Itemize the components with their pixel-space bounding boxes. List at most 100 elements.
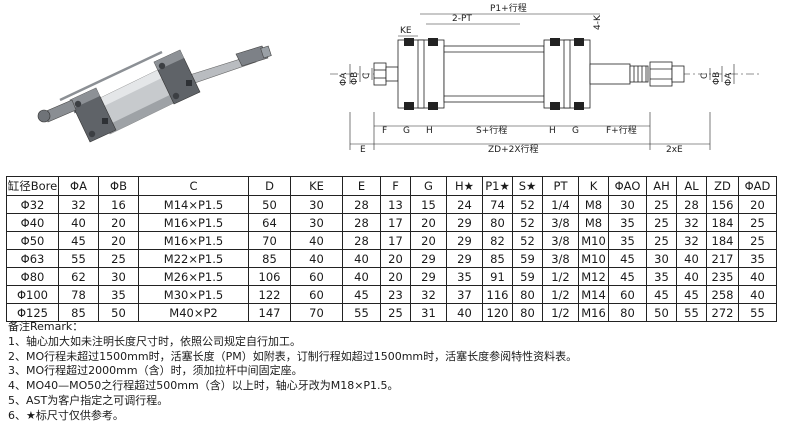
table-cell: 25 xyxy=(380,303,411,322)
table-cell: 13 xyxy=(380,195,411,214)
dim-f2: F+行程 xyxy=(606,124,637,136)
dim-h2: H xyxy=(549,126,556,136)
table-cell: 3/8 xyxy=(542,213,579,232)
header-cell: 缸径Bore xyxy=(6,176,59,196)
table-cell: 20 xyxy=(98,213,139,232)
table-cell: 35 xyxy=(608,213,647,232)
table-cell: 45 xyxy=(58,231,99,250)
table-cell: 25 xyxy=(738,231,777,250)
table-cell: 85 xyxy=(482,249,513,268)
table-cell: 35 xyxy=(98,285,139,304)
table-cell: 32 xyxy=(676,213,707,232)
table-cell: M16 xyxy=(578,303,609,322)
table-cell: 40 xyxy=(342,267,381,286)
table-cell: 1/2 xyxy=(542,267,579,286)
table-cell: 55 xyxy=(676,303,707,322)
table-cell: 35 xyxy=(646,267,677,286)
dim-g: G xyxy=(403,126,410,136)
table-cell: 35 xyxy=(446,267,483,286)
table-cell: 52 xyxy=(512,195,543,214)
table-cell: 40 xyxy=(676,267,707,286)
header-cell: G xyxy=(410,176,447,196)
dim-phi-b-left: ΦB xyxy=(350,72,360,85)
table-cell: 147 xyxy=(248,303,291,322)
table-cell: 29 xyxy=(410,249,447,268)
table-cell: Φ40 xyxy=(6,213,59,232)
table-cell: M14 xyxy=(578,285,609,304)
table-cell: 20 xyxy=(380,267,411,286)
table-cell: 80 xyxy=(608,303,647,322)
table-cell: M16×P1.5 xyxy=(138,231,249,250)
table-cell: 32 xyxy=(410,285,447,304)
table-cell: 40 xyxy=(446,303,483,322)
dimension-labels: KE 2-PT P1+行程 4-K ΦA ΦB C C ΦB ΦA F G H … xyxy=(339,2,734,155)
dim-phi-b-right: ΦB xyxy=(712,72,722,85)
dim-phi-a-left: ΦA xyxy=(339,72,349,86)
header-cell: F xyxy=(380,176,411,196)
table-cell: 258 xyxy=(706,285,739,304)
header-cell: H★ xyxy=(446,176,483,196)
table-cell: 85 xyxy=(248,249,291,268)
table-cell: 80 xyxy=(512,303,543,322)
table-cell: 28 xyxy=(342,231,381,250)
table-cell: 30 xyxy=(98,267,139,286)
table-cell: 55 xyxy=(342,303,381,322)
table-cell: 74 xyxy=(482,195,513,214)
table-cell: 45 xyxy=(676,285,707,304)
table-cell: 37 xyxy=(446,285,483,304)
table-cell: 20 xyxy=(738,195,777,214)
table-cell: 3/8 xyxy=(542,249,579,268)
header-cell: P1★ xyxy=(482,176,513,196)
table-cell: 29 xyxy=(446,231,483,250)
table-cell: 17 xyxy=(380,213,411,232)
dim-2pt: 2-PT xyxy=(452,14,472,24)
table-cell: 29 xyxy=(410,267,447,286)
dim-ke: KE xyxy=(400,26,412,36)
table-cell: 32 xyxy=(58,195,99,214)
table-cell: 80 xyxy=(482,213,513,232)
table-cell: 30 xyxy=(290,213,343,232)
table-cell: 28 xyxy=(342,213,381,232)
table-cell: 156 xyxy=(706,195,739,214)
table-cell: 122 xyxy=(248,285,291,304)
table-cell: 45 xyxy=(342,285,381,304)
table-cell: 1/2 xyxy=(542,285,579,304)
table-cell: 85 xyxy=(58,303,99,322)
table-cell: Φ50 xyxy=(6,231,59,250)
table-cell: 52 xyxy=(512,231,543,250)
table-cell: 60 xyxy=(290,285,343,304)
table-cell: 272 xyxy=(706,303,739,322)
cylinder-orthographic-view xyxy=(330,39,760,109)
table-cell: M30×P1.5 xyxy=(138,285,249,304)
table-cell: 70 xyxy=(290,303,343,322)
dimension-lines xyxy=(349,13,735,150)
table-cell: 55 xyxy=(738,303,777,322)
remark-item: 2、MO行程未超过1500mm时，活塞长度（PM）如附表，订制行程如超过1500… xyxy=(8,349,578,363)
remark-item: 4、MO40—MO50之行程超过500mm（含）以上时，轴心牙改为M18×P1.… xyxy=(8,379,399,393)
remark-item: 3、MO行程超过2000mm（含）时，须加拉杆中间固定座。 xyxy=(8,364,303,378)
tie-rod-nuts xyxy=(404,38,584,110)
table-cell: Φ63 xyxy=(6,249,59,268)
table-cell: 40 xyxy=(290,231,343,250)
dim-p1: P1+行程 xyxy=(490,2,527,14)
table-cell: 64 xyxy=(248,213,291,232)
spec-table: 缸径Bore ΦA ΦB C D KE E F G H★ P1★ S★ PT K… xyxy=(6,176,777,322)
dim-2xe: 2xE xyxy=(666,145,683,155)
header-cell: C xyxy=(138,176,249,196)
table-cell: 80 xyxy=(512,285,543,304)
table-cell: 70 xyxy=(248,231,291,250)
table-cell: 20 xyxy=(410,231,447,250)
table-cell: M40×P2 xyxy=(138,303,249,322)
table-header-row: 缸径Bore ΦA ΦB C D KE E F G H★ P1★ S★ PT K… xyxy=(6,176,777,196)
header-cell: AL xyxy=(676,176,707,196)
table-cell: 40 xyxy=(342,249,381,268)
table-cell: M10 xyxy=(578,249,609,268)
table-cell: 60 xyxy=(290,267,343,286)
table-cell: 30 xyxy=(646,249,677,268)
table-cell: 31 xyxy=(410,303,447,322)
table-cell: 45 xyxy=(608,249,647,268)
